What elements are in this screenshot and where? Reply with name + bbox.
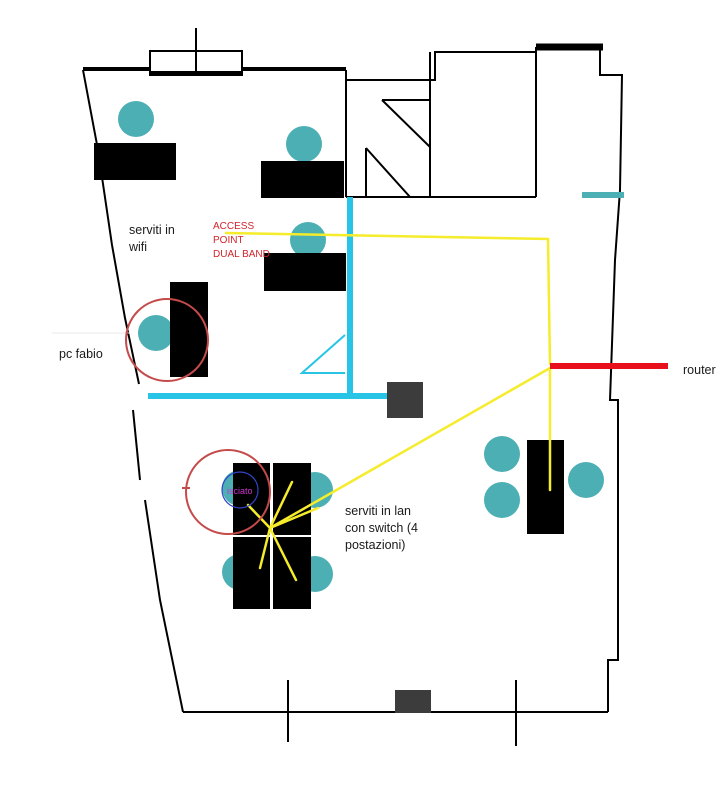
lan-zone-label: serviti in lan con switch (4 postazioni) xyxy=(345,504,421,552)
cable-switch-5 xyxy=(268,506,320,530)
column-south xyxy=(395,690,431,713)
wifi-zone-label-line-2: wifi xyxy=(128,240,147,254)
wifi-partition xyxy=(148,197,392,399)
stair-flight-upper xyxy=(381,99,431,150)
lan-highlight-circle xyxy=(185,449,271,535)
access-point-label: ACCESS POINT DUAL BAND xyxy=(213,221,270,260)
stair-flight-lower xyxy=(365,147,413,198)
desk-2 xyxy=(261,161,344,198)
wall-west-upper xyxy=(82,69,140,385)
desk-east xyxy=(527,440,564,534)
wall-north-b xyxy=(345,51,536,81)
lan-zone-label-line-2: con switch (4 xyxy=(345,521,418,535)
person-pc-fabio xyxy=(138,315,174,351)
pc-fabio-label: pc fabio xyxy=(59,347,103,361)
lan-zone-label-line-3: postazioni) xyxy=(345,538,405,552)
person-3 xyxy=(290,222,326,258)
cable-switch-4 xyxy=(268,526,298,582)
partition-door xyxy=(299,334,346,374)
router-label: router xyxy=(683,363,716,377)
lan-workstations xyxy=(222,463,333,609)
access-point-label-line-3: DUAL BAND xyxy=(213,249,270,260)
pc-fabio-highlight-circle xyxy=(125,298,209,382)
wall-east xyxy=(599,50,624,712)
person-east-1 xyxy=(484,436,520,472)
cable-switch-1 xyxy=(246,503,272,530)
person-east-2 xyxy=(484,482,520,518)
stair-core xyxy=(345,47,537,198)
person-east-3 xyxy=(568,462,604,498)
wifi-zone-label-line-1: serviti in xyxy=(129,223,175,237)
desk-lan-1 xyxy=(233,463,270,535)
cable-switch-trunk xyxy=(268,366,552,530)
desk-3 xyxy=(264,253,346,291)
lan-zone-label-line-1: serviti in lan xyxy=(345,504,411,518)
north-window xyxy=(149,28,243,76)
cable-tag-label: isciato xyxy=(227,486,253,496)
desk-1 xyxy=(94,143,176,180)
wall-west-lower xyxy=(132,409,141,481)
person-1 xyxy=(118,101,154,137)
cable-switch-2 xyxy=(268,480,294,530)
cable-access-point xyxy=(224,231,552,366)
access-point-label-line-2: POINT xyxy=(213,235,243,246)
wifi-zone-label: serviti in wifi xyxy=(128,223,178,254)
column-center xyxy=(387,382,423,418)
person-2 xyxy=(286,126,322,162)
network-cables xyxy=(224,231,552,582)
cable-tag-ring xyxy=(221,471,259,509)
access-point-label-line-1: ACCESS xyxy=(213,221,254,232)
wall-west-lower-2 xyxy=(144,499,184,713)
cable-switch-3 xyxy=(258,526,272,570)
east-workstations xyxy=(484,436,604,534)
